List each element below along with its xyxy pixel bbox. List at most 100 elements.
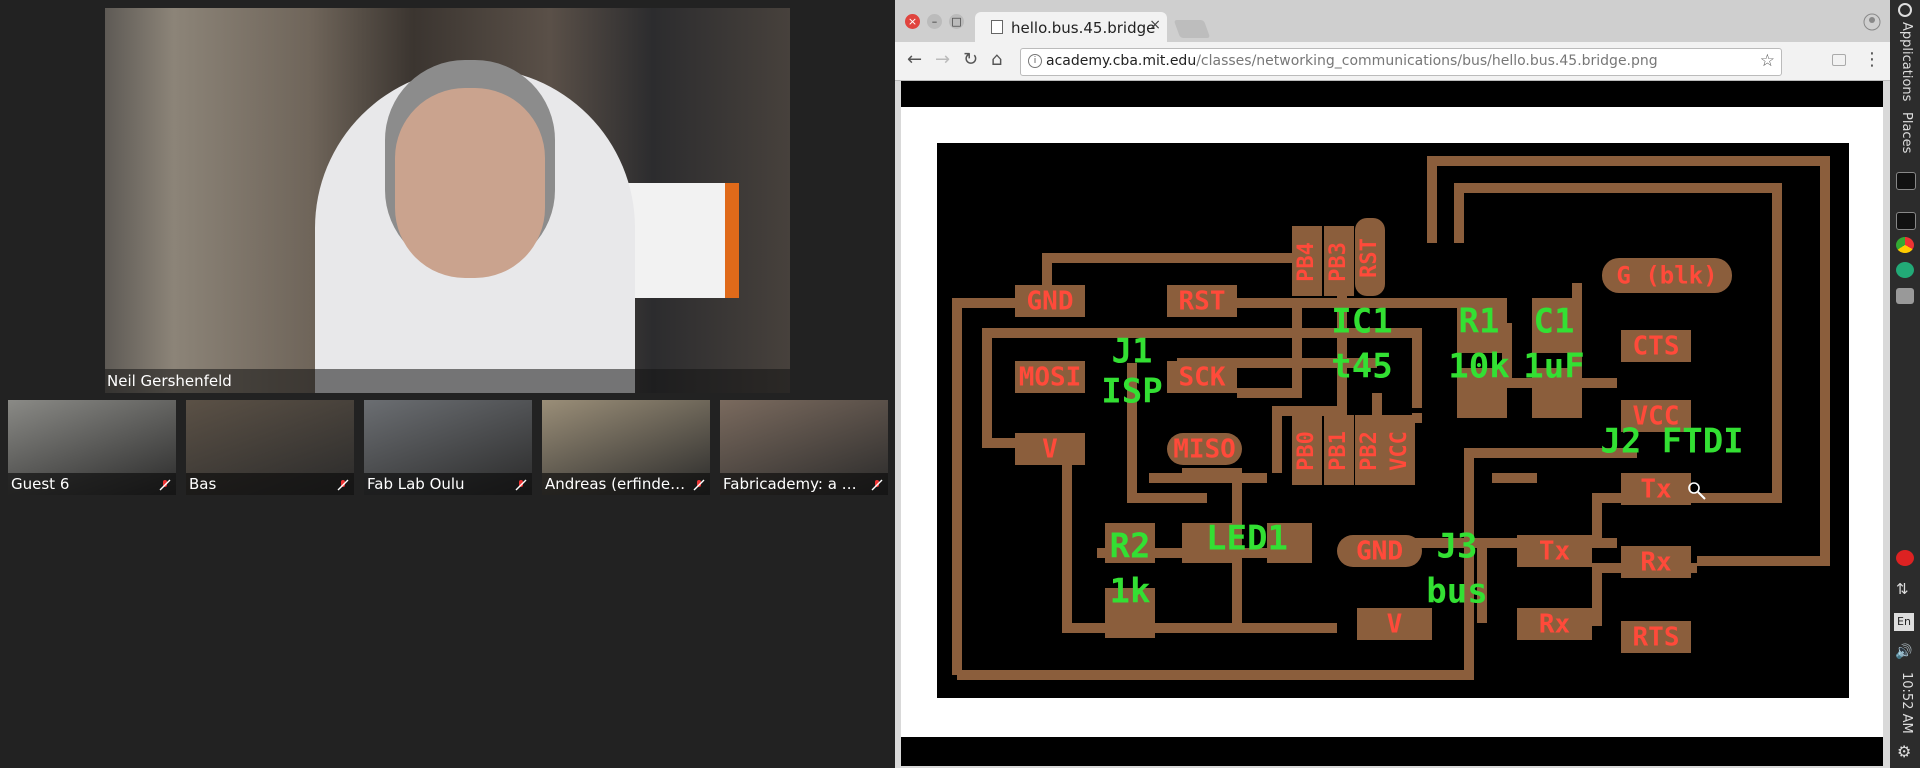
pad-label: PB2 bbox=[1357, 431, 1382, 471]
pcb-pads bbox=[1015, 218, 1732, 653]
pcb-pad bbox=[1532, 368, 1582, 418]
window-minimize-button[interactable]: – bbox=[927, 14, 942, 29]
terminal-icon[interactable] bbox=[1896, 172, 1916, 190]
component-label: ISP bbox=[1101, 372, 1162, 412]
image-viewer-icon[interactable] bbox=[1896, 288, 1914, 304]
profile-icon[interactable] bbox=[1862, 12, 1882, 32]
pcb-pad bbox=[1385, 415, 1415, 485]
participant-thumb-3[interactable]: Fab Lab Oulu bbox=[364, 400, 532, 495]
pad-label: RTS bbox=[1633, 623, 1680, 653]
pcb-pad bbox=[1324, 226, 1354, 296]
pcb-pad bbox=[1621, 400, 1691, 432]
mic-muted-icon bbox=[337, 479, 349, 491]
keyboard-lang-indicator[interactable]: En bbox=[1894, 613, 1914, 631]
window-close-button[interactable]: × bbox=[905, 14, 920, 29]
tab-active[interactable]: hello.bus.45.bridge × bbox=[975, 12, 1167, 42]
address-bar[interactable]: i academy.cba.mit.edu/classes/networking… bbox=[1020, 48, 1782, 76]
pcb-pad bbox=[1621, 473, 1691, 505]
component-label: C1 bbox=[1534, 302, 1575, 342]
pad-label: VCC bbox=[1387, 431, 1412, 471]
pad-label: RST bbox=[1179, 287, 1226, 317]
pcb-pad bbox=[1457, 298, 1507, 353]
menu-button[interactable]: ⋮ bbox=[1863, 49, 1881, 70]
clock[interactable]: 10:52 AM bbox=[1899, 672, 1914, 734]
forward-button[interactable]: → bbox=[935, 49, 951, 70]
pcb-pad bbox=[1267, 523, 1312, 563]
pad-label: Rx bbox=[1640, 548, 1671, 578]
cast-icon[interactable] bbox=[1832, 54, 1846, 66]
network-icon[interactable]: ⇅ bbox=[1896, 580, 1909, 598]
pcb-pad bbox=[1292, 415, 1322, 485]
pad-label: GND bbox=[1356, 537, 1403, 567]
pcb-pad bbox=[1457, 368, 1507, 418]
pcb-traces bbox=[952, 156, 1830, 680]
volume-icon[interactable]: 🔊 bbox=[1895, 644, 1913, 660]
participant-thumb-4[interactable]: Andreas (erfinde… bbox=[542, 400, 710, 495]
tab-title: hello.bus.45.bridge bbox=[1011, 19, 1156, 37]
new-tab-button[interactable] bbox=[1173, 20, 1211, 38]
main-speaker-video[interactable]: Neil Gershenfeld bbox=[105, 8, 790, 393]
component-label: J3 bbox=[1437, 527, 1478, 567]
page-icon bbox=[991, 20, 1003, 34]
pcb-pad bbox=[1167, 361, 1237, 393]
chrome-icon[interactable] bbox=[1896, 237, 1914, 253]
pcb-pad bbox=[1517, 535, 1592, 567]
bookmark-star-icon[interactable]: ☆ bbox=[1759, 51, 1775, 71]
participant-name: Fabricademy: a … bbox=[723, 475, 857, 493]
participant-thumb-2[interactable]: Bas bbox=[186, 400, 354, 495]
speaker-namebar bbox=[105, 369, 790, 393]
pcb-pad bbox=[1621, 621, 1691, 653]
applications-menu[interactable]: Applications bbox=[1899, 22, 1914, 102]
speaker-head bbox=[395, 88, 545, 278]
pad-label: V bbox=[1042, 435, 1058, 465]
mic-muted-icon bbox=[871, 479, 883, 491]
pcb-pad bbox=[1182, 523, 1232, 563]
pad-label: PB0 bbox=[1294, 431, 1319, 471]
pad-label: GND bbox=[1027, 287, 1074, 317]
video-call-panel: Neil Gershenfeld Guest 6 Bas Fab Lab Oul… bbox=[0, 0, 895, 768]
ubuntu-logo-icon[interactable] bbox=[1897, 2, 1913, 18]
component-label: 1k bbox=[1110, 572, 1151, 612]
terminal-icon-2[interactable] bbox=[1896, 212, 1916, 230]
info-icon[interactable]: i bbox=[1028, 54, 1042, 68]
component-label: J2 FTDI bbox=[1600, 422, 1743, 462]
reload-button[interactable]: ↻ bbox=[963, 49, 979, 70]
component-label: t45 bbox=[1331, 347, 1392, 387]
globe-icon[interactable] bbox=[1896, 262, 1914, 278]
pcb-pad bbox=[1105, 523, 1155, 563]
pad-label: SCK bbox=[1179, 363, 1226, 393]
pad-label: Tx bbox=[1539, 537, 1570, 567]
tab-bar: × – □ hello.bus.45.bridge × bbox=[895, 0, 1890, 42]
component-label: R2 bbox=[1110, 527, 1151, 567]
pcb-pad bbox=[1355, 415, 1385, 485]
pad-label: PB3 bbox=[1326, 242, 1351, 282]
browser-window: × – □ hello.bus.45.bridge × ← → ↻ ⌂ i ac… bbox=[895, 0, 1890, 768]
back-button[interactable]: ← bbox=[907, 49, 923, 70]
participant-name: Bas bbox=[189, 475, 217, 493]
browser-toolbar: ← → ↻ ⌂ i academy.cba.mit.edu/classes/ne… bbox=[895, 42, 1890, 81]
component-label: R1 bbox=[1459, 302, 1500, 342]
url-path: /classes/networking_communications/bus/h… bbox=[1196, 53, 1658, 69]
pcb-pad bbox=[1337, 535, 1422, 567]
pcb-pad bbox=[1357, 608, 1432, 640]
pad-label: Tx bbox=[1640, 475, 1671, 505]
tab-close-button[interactable]: × bbox=[1149, 17, 1161, 33]
places-menu[interactable]: Places bbox=[1899, 112, 1914, 154]
record-icon[interactable] bbox=[1896, 550, 1914, 566]
component-label: bus bbox=[1426, 572, 1487, 612]
settings-gear-icon[interactable]: ⚙ bbox=[1897, 742, 1912, 761]
participant-thumb-5[interactable]: Fabricademy: a … bbox=[720, 400, 888, 495]
window-maximize-button[interactable]: □ bbox=[949, 14, 964, 29]
pad-label: CTS bbox=[1633, 332, 1680, 362]
pad-label: Rx bbox=[1539, 610, 1570, 640]
participant-name: Guest 6 bbox=[11, 475, 70, 493]
participant-thumb-1[interactable]: Guest 6 bbox=[8, 400, 176, 495]
mic-muted-icon bbox=[693, 479, 705, 491]
home-button[interactable]: ⌂ bbox=[991, 49, 1003, 70]
component-label: LED1 bbox=[1206, 519, 1288, 559]
pcb-pad bbox=[1015, 361, 1085, 393]
